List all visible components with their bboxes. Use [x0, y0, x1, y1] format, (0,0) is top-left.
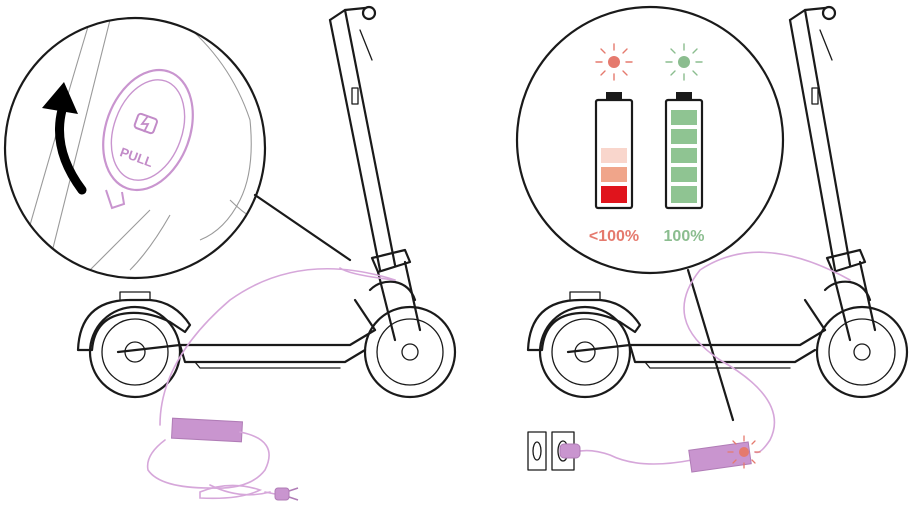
stem — [788, 8, 852, 272]
battery-status-zoom: <100% 100% — [515, 5, 785, 422]
rear-wheel — [88, 305, 182, 399]
battery-cell — [601, 186, 627, 203]
battery-cell — [671, 129, 697, 144]
battery-cell — [671, 186, 697, 203]
rear-fender — [526, 298, 642, 352]
pull-arrow-icon — [42, 82, 87, 195]
full-label: 100% — [664, 228, 705, 245]
charging-port-cover: PULL — [102, 68, 194, 210]
battery-cell — [671, 148, 697, 163]
battery-cell — [671, 167, 697, 182]
scooter-left — [76, 5, 457, 399]
wall-outlet-icon — [527, 431, 581, 471]
charger-brick-left — [170, 417, 244, 443]
charger-brick-right — [688, 441, 752, 473]
charging-label: <100% — [589, 228, 639, 245]
charging-port-zoom: PULL — [3, 16, 352, 280]
battery-charging-icon — [594, 92, 634, 210]
charger-cable-right — [527, 251, 851, 473]
full-indicator-light — [665, 43, 703, 81]
wall-plug-left — [274, 487, 290, 501]
stem — [328, 8, 397, 272]
battery-full-icon — [664, 92, 704, 210]
lightning-icon — [133, 112, 158, 135]
battery-cell — [601, 167, 627, 182]
charger-cable-left — [146, 267, 396, 501]
front-wheel — [815, 305, 909, 399]
front-wheel — [363, 305, 457, 399]
scooter-right — [526, 5, 909, 399]
charger-indicator-light — [727, 435, 761, 469]
charging-indicator-light — [595, 43, 633, 81]
battery-cell — [671, 110, 697, 125]
deck — [566, 328, 827, 354]
rear-fender — [76, 298, 192, 352]
deck — [116, 328, 377, 354]
battery-cell — [601, 148, 627, 163]
wall-plug-right — [559, 443, 581, 459]
